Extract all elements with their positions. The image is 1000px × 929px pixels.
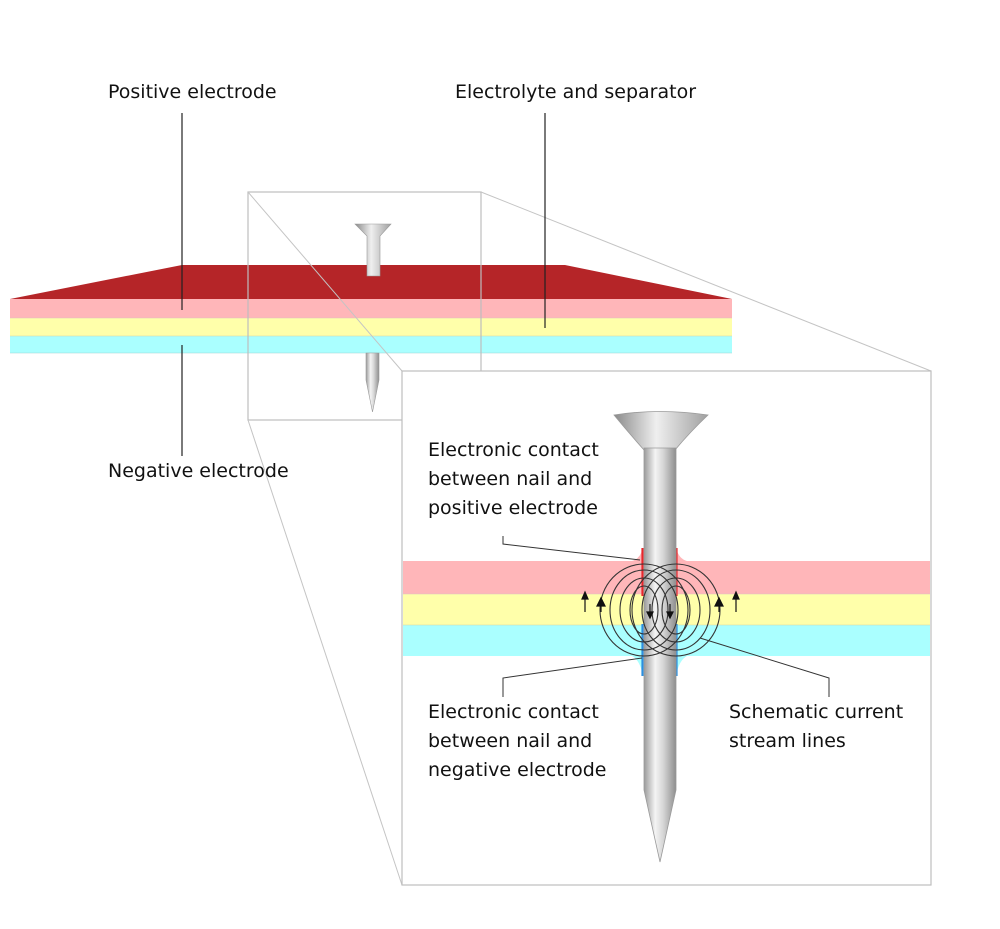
detail-positive-electrode	[403, 548, 643, 594]
label-contact-positive: Electronic contact between nail and posi…	[428, 439, 599, 519]
positive-electrode-layer	[10, 299, 732, 318]
stream-lines-right	[631, 563, 721, 657]
zoom-region-box	[247, 191, 482, 421]
label-contact-negative: Electronic contact between nail and nega…	[428, 701, 607, 781]
label-positive-electrode: Positive electrode	[108, 81, 277, 103]
battery-stack-overview	[10, 265, 732, 354]
detail-negative-electrode	[403, 625, 643, 676]
current-arrows	[581, 590, 740, 620]
large-nail	[613, 411, 709, 863]
label-negative-electrode: Negative electrode	[108, 460, 289, 482]
label-electrolyte-separator: Electrolyte and separator	[455, 81, 697, 103]
detail-panel	[401, 370, 932, 886]
label-stream-lines: Schematic current stream lines	[729, 701, 904, 752]
positive-electrode-top-surface	[10, 265, 732, 299]
negative-electrode-layer	[10, 336, 732, 353]
small-nail	[354, 223, 392, 413]
electrolyte-layer	[10, 318, 732, 336]
